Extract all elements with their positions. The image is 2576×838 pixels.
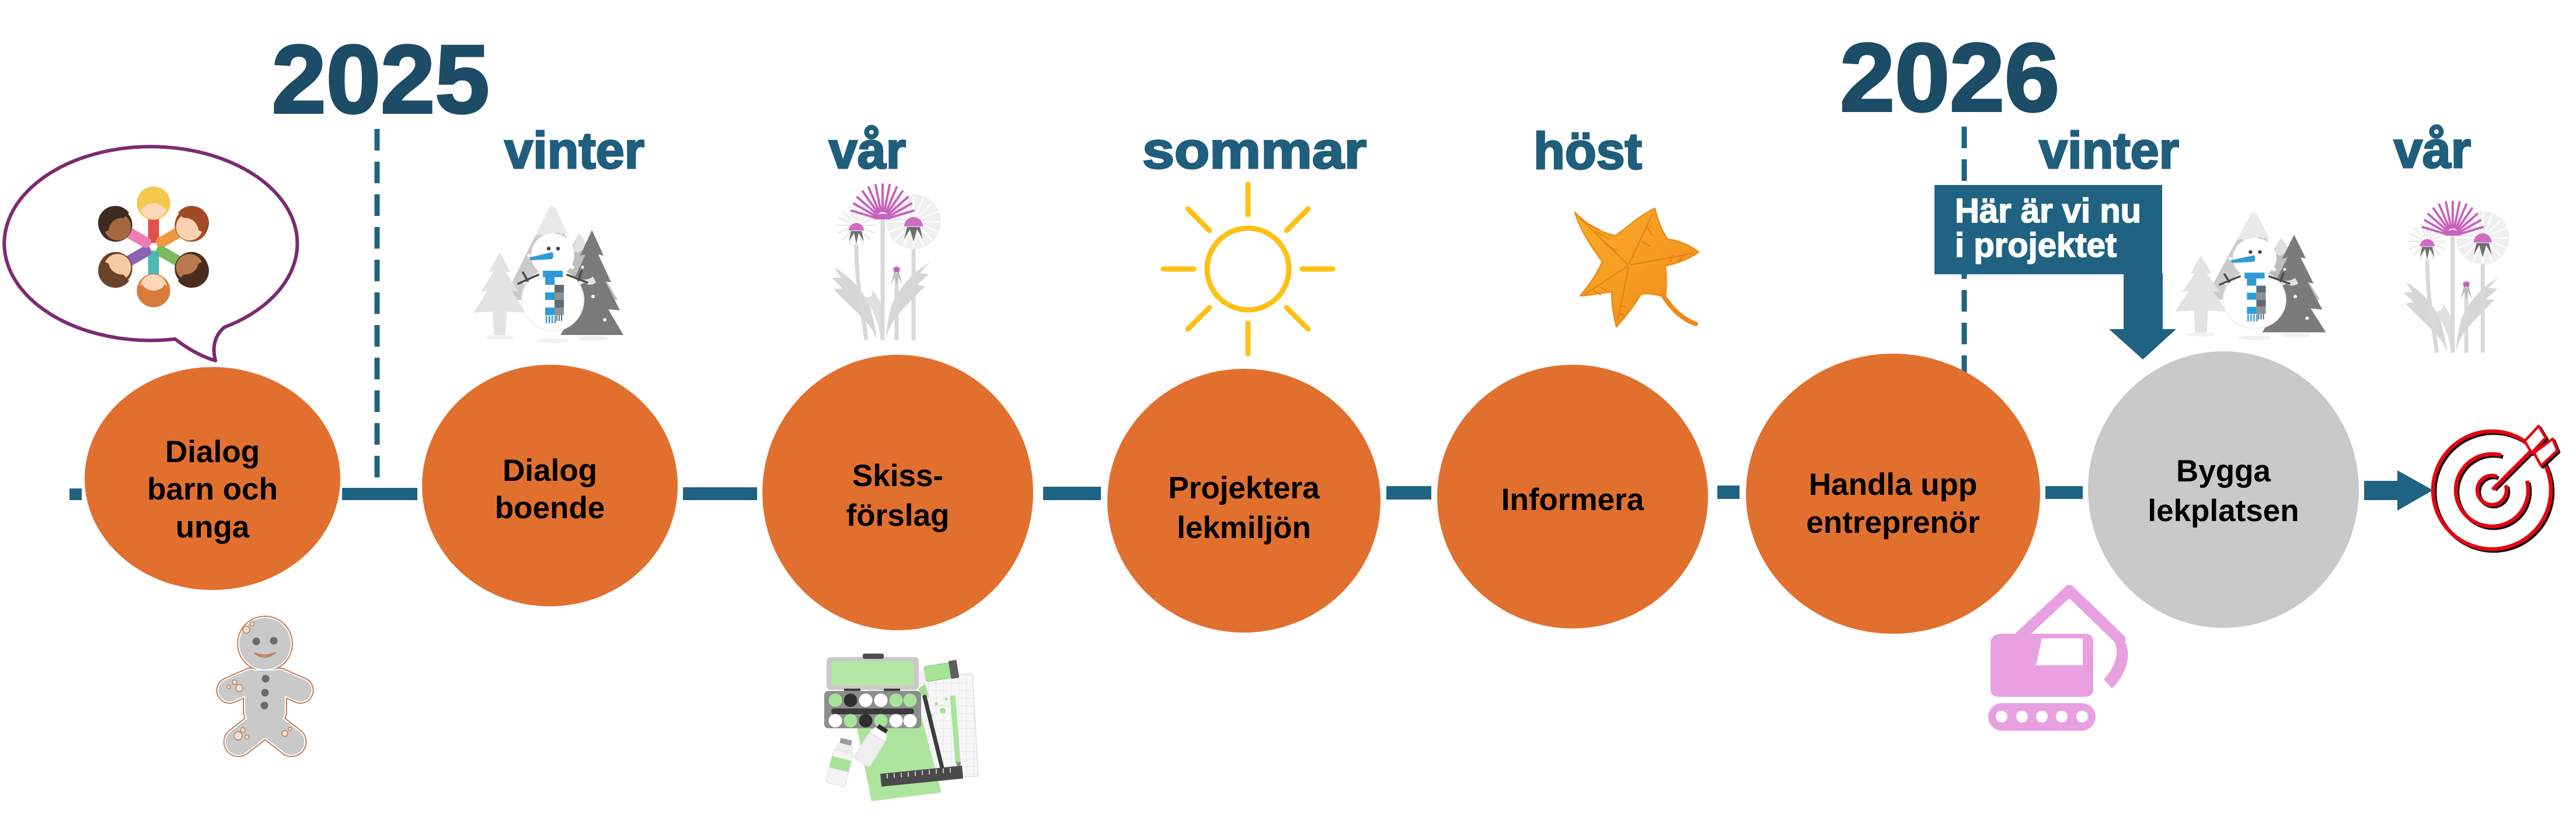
svg-text:2026: 2026 xyxy=(1840,24,2059,132)
svg-text:2025: 2025 xyxy=(272,26,490,134)
svg-text:sommar: sommar xyxy=(1142,121,1367,179)
svg-text:entreprenör: entreprenör xyxy=(1806,505,1979,540)
svg-text:Skiss-: Skiss- xyxy=(852,459,943,493)
svg-text:unga: unga xyxy=(176,510,250,544)
svg-text:Bygga: Bygga xyxy=(2176,454,2271,488)
svg-text:vinter: vinter xyxy=(2039,121,2179,179)
svg-text:Projektera: Projektera xyxy=(1168,471,1320,505)
svg-text:Informera: Informera xyxy=(1501,483,1644,517)
svg-text:boende: boende xyxy=(495,491,605,525)
svg-text:i projektet: i projektet xyxy=(1955,226,2117,264)
svg-text:vår: vår xyxy=(2394,121,2471,179)
svg-text:höst: höst xyxy=(1533,122,1642,180)
svg-text:lekplatsen: lekplatsen xyxy=(2148,494,2299,528)
svg-text:Här är vi nu: Här är vi nu xyxy=(1955,192,2141,230)
svg-text:barn och: barn och xyxy=(147,472,278,507)
svg-text:Dialog: Dialog xyxy=(165,435,260,469)
svg-text:Dialog: Dialog xyxy=(503,453,597,488)
svg-text:vinter: vinter xyxy=(504,121,644,179)
svg-text:vår: vår xyxy=(829,121,906,179)
svg-text:förslag: förslag xyxy=(846,498,950,533)
svg-text:lekmiljön: lekmiljön xyxy=(1177,511,1311,545)
svg-text:Handla upp: Handla upp xyxy=(1809,467,1978,502)
